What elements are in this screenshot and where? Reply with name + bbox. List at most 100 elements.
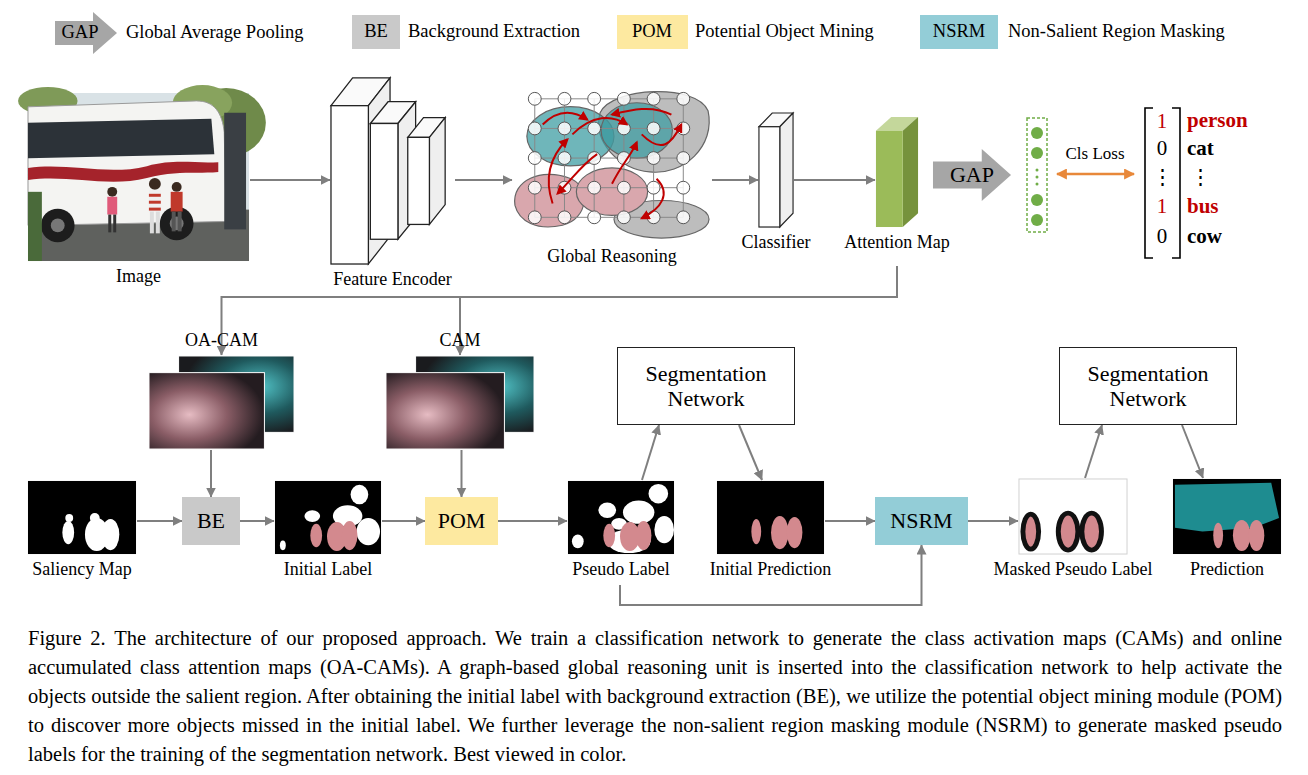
label-value: 0 <box>1157 136 1168 160</box>
module-box: POM <box>425 497 498 545</box>
ellipse-shape <box>356 518 380 545</box>
flow-arrow <box>794 179 875 181</box>
flow-arrow <box>1182 425 1203 478</box>
vector-dot <box>1031 127 1043 139</box>
ellipse-shape <box>654 516 674 543</box>
rect-shape <box>28 192 42 261</box>
ellipse-shape <box>1058 513 1078 550</box>
node-label: Feature Encoder <box>333 269 451 290</box>
matrix-bracket <box>1172 108 1180 258</box>
illustration <box>512 84 712 242</box>
rect-shape <box>150 212 154 234</box>
legend-text: Potential Object Mining <box>695 21 874 42</box>
path-shape <box>543 113 588 125</box>
network-box: Segmentation Network <box>1059 347 1237 425</box>
label-value: 1 <box>1157 109 1168 133</box>
node-text: BE <box>191 508 231 533</box>
illustration <box>1172 478 1282 555</box>
label-value: 1 <box>1157 194 1168 218</box>
path-shape <box>28 162 218 182</box>
ellipse-shape <box>576 168 647 215</box>
node-text: Segmentation Network <box>1060 361 1236 412</box>
circle-shape <box>588 152 601 165</box>
circle-shape <box>107 187 117 197</box>
path-shape <box>1175 483 1279 532</box>
figure-caption: Figure 2. The architecture of our propos… <box>28 624 1282 769</box>
path-shape <box>642 124 682 145</box>
rect-shape <box>386 373 504 449</box>
node-label: Masked Pseudo Label <box>994 559 1153 580</box>
circle-shape <box>588 92 601 105</box>
ellipse-shape <box>636 521 652 550</box>
path-shape <box>572 118 626 134</box>
ellipse-shape <box>787 517 803 548</box>
circle-shape <box>528 152 541 165</box>
classifier-block: Classifier <box>758 112 794 228</box>
rect-shape <box>759 127 780 227</box>
node-text: Segmentation Network <box>618 361 794 412</box>
illustration <box>385 355 535 450</box>
path-shape <box>558 154 598 194</box>
rect-shape <box>370 123 398 239</box>
circle-shape <box>588 122 601 135</box>
flow-arrow <box>210 450 212 497</box>
ellipse-shape <box>1023 514 1039 549</box>
illustration <box>758 112 794 228</box>
illustration <box>1018 478 1128 555</box>
map-stack: CAM <box>385 355 535 450</box>
circle-shape <box>558 92 571 105</box>
illustration <box>274 480 382 555</box>
rect-shape <box>224 113 246 230</box>
circle-shape <box>528 122 541 135</box>
ellipse-shape <box>310 524 322 547</box>
rect-shape <box>107 197 117 215</box>
illustration <box>148 355 295 450</box>
legend-abbrev: NSRM <box>933 21 985 42</box>
path-shape <box>612 109 671 115</box>
class-name: person <box>1187 108 1248 132</box>
circle-shape <box>41 209 75 243</box>
path-shape <box>599 92 709 173</box>
rect-shape <box>149 201 161 204</box>
path-shape <box>28 101 226 226</box>
path-shape <box>28 119 214 159</box>
flow-arrow <box>968 520 1018 522</box>
ellipse-shape <box>1249 520 1265 551</box>
mask-image: Initial Label <box>274 480 382 555</box>
circle-shape <box>588 181 601 194</box>
rect-shape <box>171 192 183 212</box>
flow-arrow <box>739 425 762 480</box>
circle-shape <box>149 178 161 190</box>
node-text: GAP <box>944 162 1000 187</box>
loss-label: Cls Loss <box>1065 144 1124 164</box>
ellipse-shape <box>623 500 654 523</box>
circle-shape <box>677 152 690 165</box>
flow-arrow <box>240 520 274 522</box>
polygon-shape <box>55 12 117 54</box>
rect-shape <box>408 137 430 224</box>
legend-abbrev: GAP <box>61 22 98 43</box>
mask-image: Saliency Map <box>27 480 137 555</box>
ellipse-shape <box>1233 520 1251 551</box>
map-stack: OA-CAM <box>148 355 295 450</box>
flow-arrow <box>1085 425 1102 478</box>
node-label: Initial Prediction <box>710 559 831 580</box>
node-label: Image <box>116 266 161 287</box>
rect-shape <box>108 215 111 233</box>
circle-shape <box>65 514 73 522</box>
flow-arrow <box>137 520 182 522</box>
mask-image: Initial Prediction <box>716 480 825 555</box>
line-shape <box>535 158 684 159</box>
ellipse-shape <box>1082 513 1102 550</box>
vector-dot <box>1031 194 1043 206</box>
legend-text: Non-Salient Region Masking <box>1008 21 1225 42</box>
node-label: Prediction <box>1190 559 1264 580</box>
illustration <box>567 480 675 555</box>
polygon-shape <box>780 113 793 227</box>
path-shape <box>612 142 637 183</box>
node-label: Initial Label <box>284 559 372 580</box>
circle-shape <box>677 181 690 194</box>
flow-arrow <box>461 450 463 497</box>
input-image: Image <box>27 92 250 262</box>
ellipse-shape <box>280 540 286 550</box>
